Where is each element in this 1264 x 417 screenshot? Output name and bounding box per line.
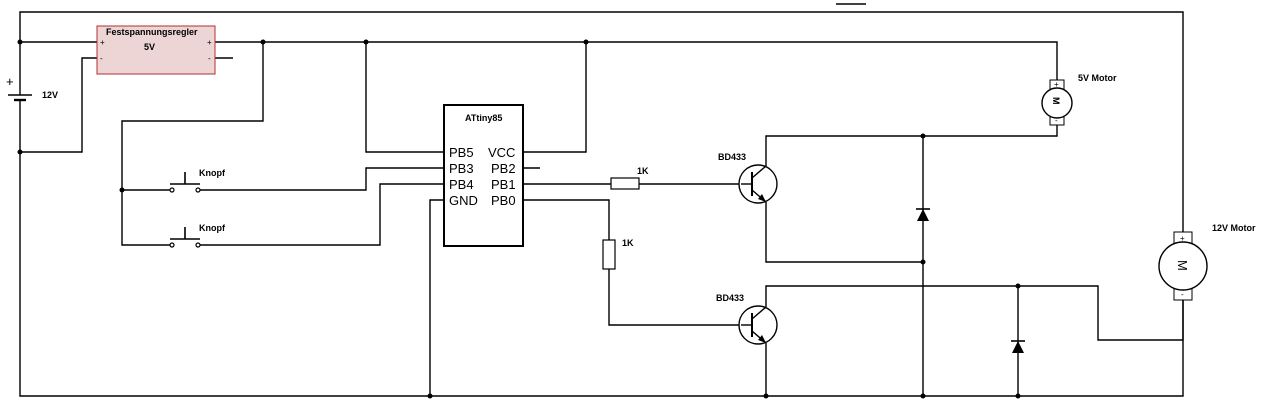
battery-plus-sign: + — [6, 74, 14, 89]
push-button-2: Knopf — [169, 223, 226, 248]
junction-dot — [119, 187, 125, 193]
diode-1 — [916, 208, 930, 221]
wire-t2-collector — [765, 285, 1184, 341]
wire-5v-to-buttons — [121, 42, 264, 246]
motor-5v-label: 5V Motor — [1078, 73, 1117, 83]
motor-12v-label: 12V Motor — [1212, 223, 1256, 233]
junctions — [17, 39, 1021, 399]
regulator-minus-in: - — [100, 54, 103, 63]
voltage-regulator: Festspannungsregler 5V + + - - — [96, 25, 216, 75]
regulator-minus-out: - — [208, 54, 211, 63]
chip-pin-pb0: PB0 — [491, 193, 516, 208]
regulator-plus-in: + — [100, 38, 105, 47]
junction-dot — [17, 149, 23, 155]
motor-12v-minus: - — [1181, 290, 1184, 299]
chip-pin-vcc: VCC — [488, 145, 515, 160]
wire-top-rail — [19, 11, 1184, 232]
wires — [19, 3, 1184, 397]
wire-r2-to-base — [608, 269, 741, 326]
chip-body — [443, 104, 524, 247]
junction-dot — [920, 393, 926, 399]
wire-pb0 — [523, 199, 610, 240]
transistor-1: BD433 — [718, 152, 778, 204]
regulator-box — [96, 25, 216, 75]
transistor-2: BD433 — [716, 293, 778, 345]
wire-pb4-to-button2 — [200, 183, 444, 246]
junction-dot — [920, 259, 926, 265]
resistor-1: 1K — [610, 166, 649, 190]
junction-dot — [763, 393, 769, 399]
chip-name: ATtiny85 — [465, 113, 502, 123]
diode-2 — [1011, 340, 1025, 353]
button-2-label: Knopf — [199, 223, 226, 233]
transistor-1-label: BD433 — [718, 152, 746, 162]
wire-5v-to-vcc — [523, 42, 587, 153]
regulator-voltage: 5V — [144, 42, 155, 52]
chip-pin-pb5: PB5 — [449, 145, 474, 160]
motor-5v-plus: + — [1054, 80, 1059, 89]
chip-pin-pb2: PB2 — [491, 161, 516, 176]
button-1-label: Knopf — [199, 168, 226, 178]
wire-ground-rail — [19, 100, 1184, 397]
motor-5v-symbol: M — [1051, 97, 1061, 105]
motor-12v: + - M 12V Motor — [1158, 223, 1256, 301]
wire-regulator-ground — [20, 57, 97, 153]
chip-pin-pb1: PB1 — [491, 177, 516, 192]
attiny85-chip: ATtiny85 PB5 PB3 PB4 GND VCC PB2 PB1 PB0 — [443, 104, 524, 247]
motor-12v-symbol: M — [1175, 260, 1190, 271]
junction-dot — [583, 39, 589, 45]
regulator-plus-out: + — [207, 38, 212, 47]
wire-5v-to-pb5 — [365, 42, 444, 153]
chip-pin-gnd: GND — [449, 193, 478, 208]
resistor-1-label: 1K — [637, 166, 649, 176]
junction-dot — [363, 39, 369, 45]
junction-dot — [1015, 283, 1021, 289]
motor-5v-minus: - — [1055, 116, 1058, 125]
junction-dot — [427, 393, 433, 399]
wire-gnd — [429, 199, 444, 396]
wire-pb3-to-button1 — [200, 167, 444, 191]
junction-dot — [1015, 393, 1021, 399]
transistor-2-label: BD433 — [716, 293, 744, 303]
battery: + 12V — [6, 74, 58, 102]
junction-dot — [17, 39, 23, 45]
wire-t1-emitter — [765, 202, 923, 263]
resistor-2-label: 1K — [622, 238, 634, 248]
junction-dot — [920, 133, 926, 139]
chip-pin-pb4: PB4 — [449, 177, 474, 192]
motor-12v-plus: + — [1180, 234, 1185, 243]
battery-voltage-label: 12V — [42, 90, 58, 100]
push-button-1: Knopf — [169, 168, 226, 193]
junction-dot — [260, 39, 266, 45]
wire-5v-rail — [215, 41, 1058, 80]
motor-5v: + - M 5V Motor — [1041, 73, 1117, 126]
chip-pin-pb3: PB3 — [449, 161, 474, 176]
regulator-name: Festspannungsregler — [106, 27, 198, 37]
resistor-2: 1K — [602, 238, 634, 270]
wire-t1-collector — [765, 125, 1058, 166]
